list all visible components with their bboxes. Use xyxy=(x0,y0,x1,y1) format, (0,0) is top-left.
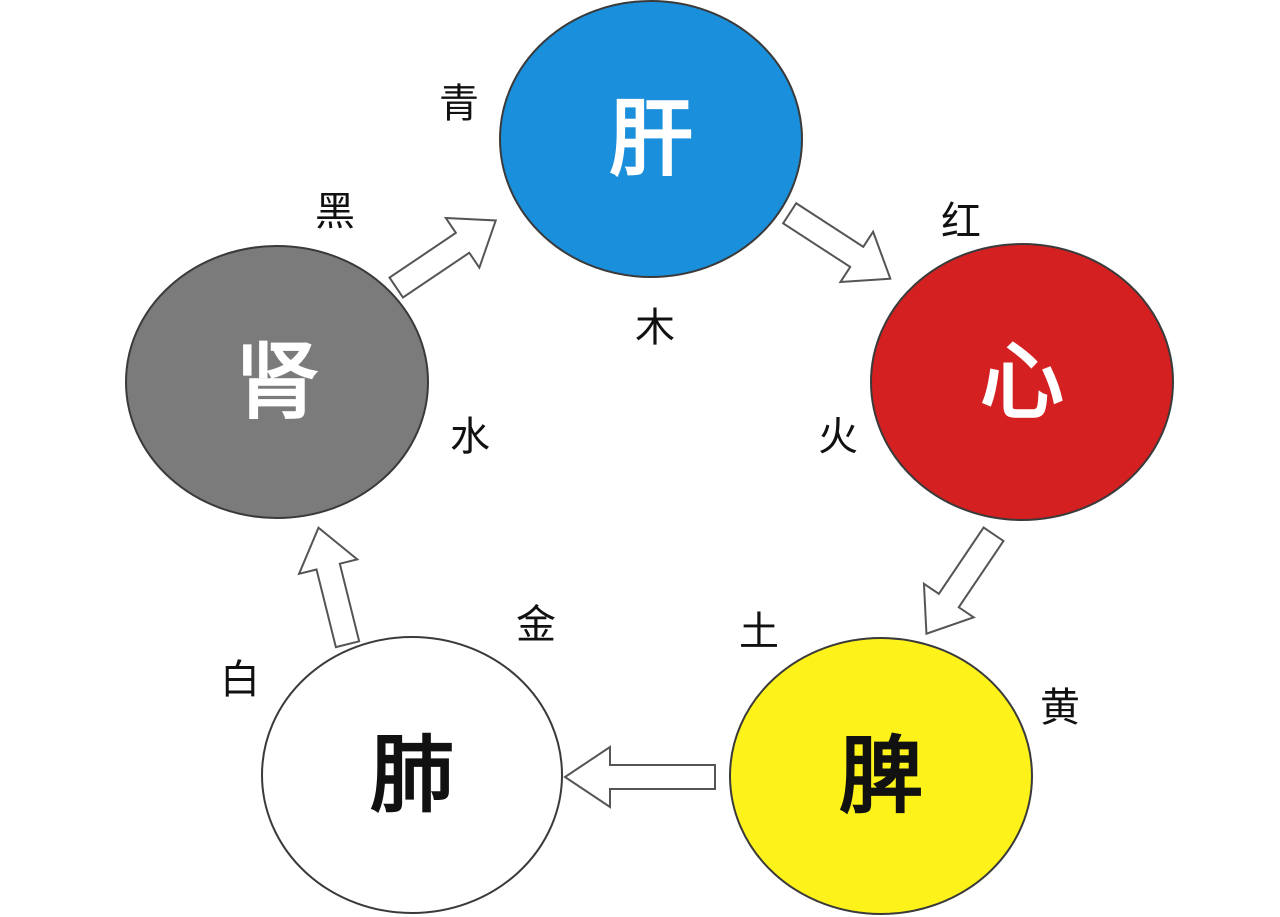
kidney-circle xyxy=(125,245,429,519)
element-label-spleen: 土 xyxy=(739,609,779,655)
spleen-circle xyxy=(729,637,1033,915)
color-label-liver: 青 xyxy=(439,81,479,127)
node-lung: 肺 白 金 xyxy=(220,602,563,914)
element-label-heart: 火 xyxy=(818,414,858,460)
element-label-liver: 木 xyxy=(635,305,675,351)
node-heart: 心 红 火 xyxy=(818,199,1174,521)
color-label-lung: 白 xyxy=(220,657,260,703)
organ-label-heart: 心 xyxy=(980,333,1064,431)
organ-label-liver: 肝 xyxy=(609,90,693,188)
cycle-arrows xyxy=(297,201,1005,809)
arrow-lung-to-kidney xyxy=(297,526,361,649)
liver-circle xyxy=(499,0,803,278)
node-kidney: 肾 黑 水 xyxy=(125,189,490,519)
color-label-spleen: 黄 xyxy=(1040,685,1080,731)
organ-label-spleen: 脾 xyxy=(839,727,923,825)
arrow-spleen-to-lung xyxy=(563,745,716,809)
node-liver: 肝 青 木 xyxy=(439,0,803,351)
arrow-kidney-to-liver xyxy=(388,216,498,299)
arrow-liver-to-heart xyxy=(781,201,892,284)
element-label-lung: 金 xyxy=(516,602,556,648)
arrow-heart-to-spleen xyxy=(922,526,1005,636)
element-label-kidney: 水 xyxy=(450,414,490,460)
organ-label-kidney: 肾 xyxy=(235,333,319,431)
heart-circle xyxy=(870,243,1174,521)
color-label-heart: 红 xyxy=(941,199,981,245)
color-label-kidney: 黑 xyxy=(315,189,355,235)
lung-circle xyxy=(261,636,563,914)
organ-label-lung: 肺 xyxy=(370,726,454,824)
node-spleen: 脾 黄 土 xyxy=(729,609,1080,915)
